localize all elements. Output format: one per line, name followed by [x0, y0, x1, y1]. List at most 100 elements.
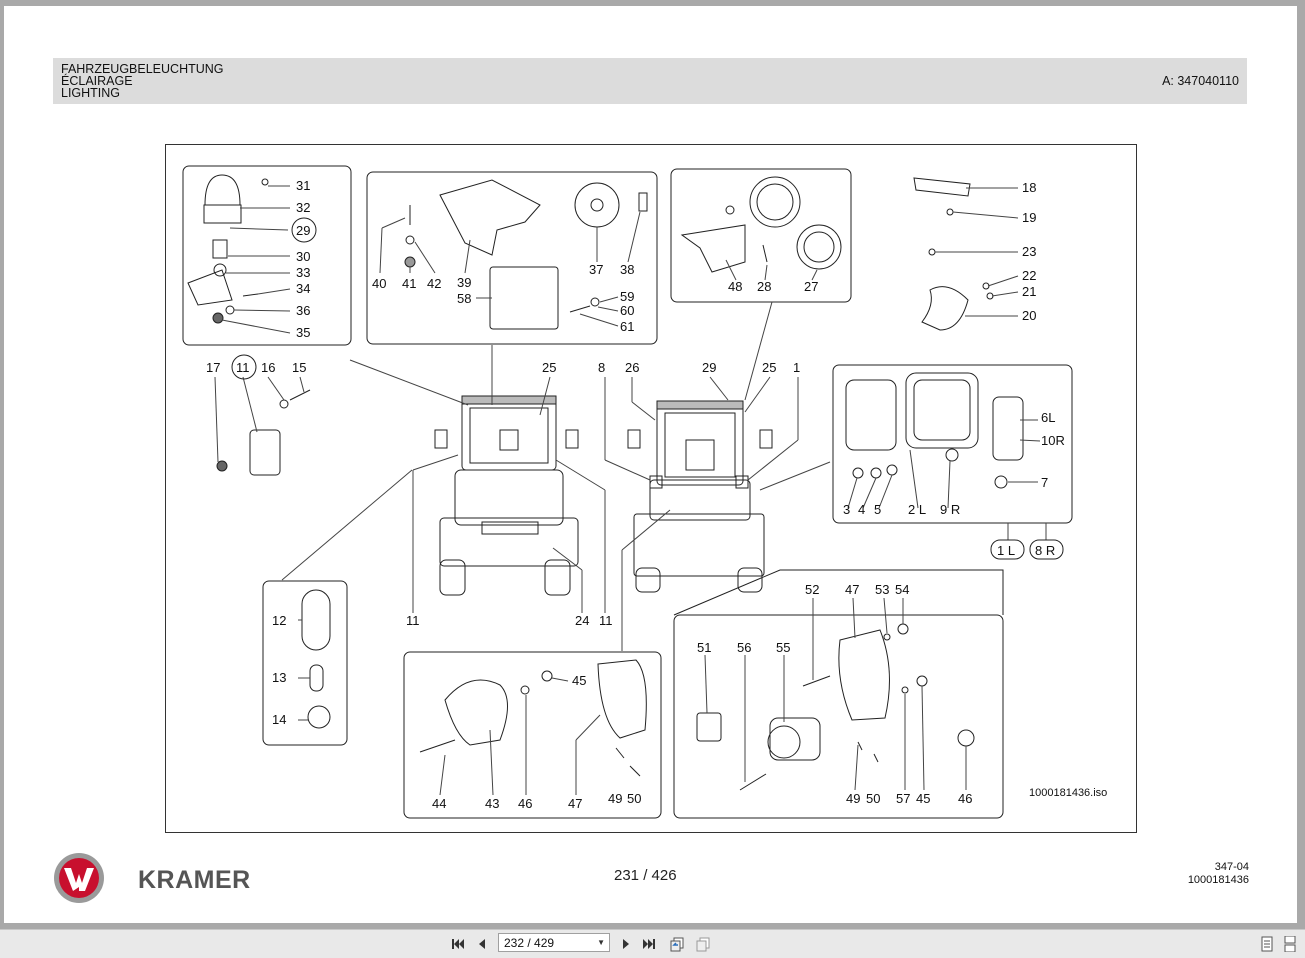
- label-32: 32: [296, 200, 310, 215]
- callout-circle-11: [231, 354, 257, 380]
- bulb-parts: [301, 589, 331, 729]
- chevron-down-icon: ▼: [597, 938, 605, 947]
- label-45-plate: 45: [916, 791, 930, 806]
- page-selector-value: 232 / 429: [504, 936, 555, 950]
- label-1L: 1 L: [997, 543, 1015, 558]
- label-1: 1: [793, 360, 800, 375]
- group-plate-box: [673, 614, 1004, 819]
- label-23: 23: [1022, 244, 1036, 259]
- next-page-icon: [623, 939, 629, 949]
- label-30: 30: [296, 249, 310, 264]
- last-page-icon: [643, 939, 655, 949]
- group-bracket-box: [366, 171, 658, 345]
- plate-box-tab: [673, 569, 1004, 616]
- prev-view-button[interactable]: [668, 935, 686, 953]
- label-27: 27: [804, 279, 818, 294]
- label-50-plate: 50: [866, 791, 880, 806]
- label-41: 41: [402, 276, 416, 291]
- label-7: 7: [1041, 475, 1048, 490]
- label-3: 3: [843, 502, 850, 517]
- callout-circle-29: [291, 217, 317, 243]
- prev-view-icon: [670, 937, 684, 952]
- label-39: 39: [457, 275, 471, 290]
- label-11-side: 11: [236, 360, 250, 375]
- label-21: 21: [1022, 284, 1036, 299]
- label-45-socket: 45: [572, 673, 586, 688]
- label-24: 24: [575, 613, 589, 628]
- section-number: 347-04: [1214, 861, 1249, 873]
- group-beacon-box: [182, 165, 352, 346]
- label-33: 33: [296, 265, 310, 280]
- bracket-parts: [404, 179, 648, 330]
- beacon-parts: [187, 174, 269, 324]
- prev-page-button[interactable]: [474, 935, 490, 953]
- label-28: 28: [757, 279, 771, 294]
- next-view-button[interactable]: [694, 935, 712, 953]
- label-19: 19: [1022, 210, 1036, 225]
- group-socket-box: [403, 651, 662, 819]
- brand-name: KRAMER: [138, 866, 251, 894]
- label-49-socket: 49: [608, 791, 622, 806]
- plate-parts: [696, 623, 975, 791]
- machine-front-view: [627, 400, 773, 593]
- viewer-toolbar: 232 / 429 ▼: [0, 929, 1305, 958]
- label-60: 60: [620, 303, 634, 318]
- label-52: 52: [805, 582, 819, 597]
- socket-parts: [419, 659, 647, 777]
- label-22: 22: [1022, 268, 1036, 283]
- label-44: 44: [432, 796, 446, 811]
- label-2L: 2 L: [908, 502, 926, 517]
- horn-parts: [913, 177, 994, 331]
- label-20: 20: [1022, 308, 1036, 323]
- label-34: 34: [296, 281, 310, 296]
- label-29-front: 29: [702, 360, 716, 375]
- label-15: 15: [292, 360, 306, 375]
- label-4: 4: [858, 502, 865, 517]
- label-59: 59: [620, 289, 634, 304]
- label-55: 55: [776, 640, 790, 655]
- continuous-page-icon: [1284, 936, 1296, 952]
- group-worklight-box: [670, 168, 852, 303]
- page-selector[interactable]: 232 / 429 ▼: [498, 933, 610, 952]
- callout-8R: [1029, 539, 1064, 560]
- label-29: 29: [296, 223, 310, 238]
- callout-1L: [990, 539, 1025, 560]
- label-56: 56: [737, 640, 751, 655]
- label-43: 43: [485, 796, 499, 811]
- first-page-button[interactable]: [450, 935, 466, 953]
- label-31: 31: [296, 178, 310, 193]
- label-16: 16: [261, 360, 275, 375]
- single-page-icon: [1261, 936, 1273, 952]
- label-58: 58: [457, 291, 471, 306]
- label-6L: 6L: [1041, 410, 1055, 425]
- label-26: 26: [625, 360, 639, 375]
- single-page-view-button[interactable]: [1258, 935, 1276, 953]
- label-38: 38: [620, 262, 634, 277]
- continuous-view-button[interactable]: [1281, 935, 1299, 953]
- prev-page-icon: [479, 939, 485, 949]
- last-page-button[interactable]: [641, 935, 657, 953]
- label-35: 35: [296, 325, 310, 340]
- label-61: 61: [620, 319, 634, 334]
- title-english: LIGHTING: [61, 86, 121, 100]
- label-49-plate: 49: [846, 791, 860, 806]
- label-53: 53: [875, 582, 889, 597]
- next-page-button[interactable]: [618, 935, 634, 953]
- side-light-parts: [216, 389, 311, 476]
- title-band: FAHRZEUGBELEUCHTUNG ÉCLAIRAGE LIGHTING A…: [53, 58, 1247, 104]
- title-french: ÉCLAIRAGE: [61, 74, 133, 88]
- leader-lines: [214, 185, 1047, 796]
- page-number: 231 / 426: [614, 867, 677, 884]
- label-5: 5: [874, 502, 881, 517]
- label-11-right: 11: [599, 613, 613, 628]
- group-bulbs-box: [262, 580, 348, 746]
- label-8R: 8 R: [1035, 543, 1055, 558]
- label-25-rear: 25: [542, 360, 556, 375]
- worklight-parts: [680, 176, 842, 273]
- document-number: 1000181436: [1187, 874, 1249, 886]
- label-54: 54: [895, 582, 909, 597]
- part-labels: 31 32 29 30 33 34 36 35 40 41 42 39 58 3…: [206, 178, 1065, 811]
- label-46-socket: 46: [518, 796, 532, 811]
- label-50-socket: 50: [627, 791, 641, 806]
